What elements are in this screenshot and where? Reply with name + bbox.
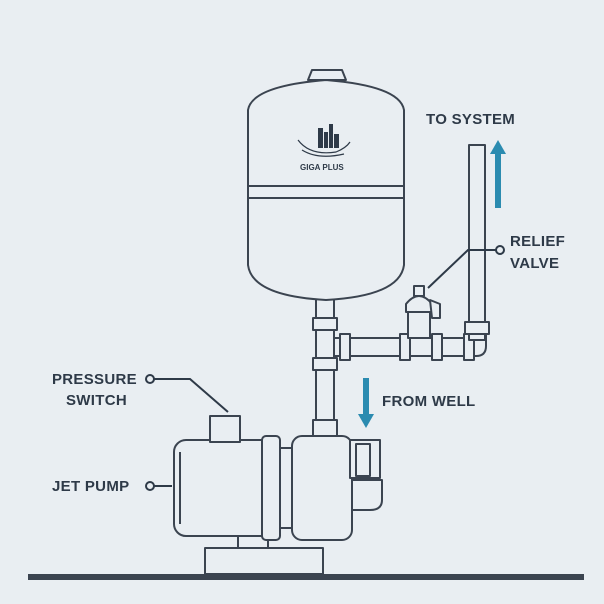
label-from-well: FROM WELL <box>382 393 476 410</box>
riser-pipe <box>464 144 490 341</box>
pump-base <box>204 547 324 575</box>
label-relief-valve-line2: VALVE <box>510 255 559 272</box>
down-arrow-icon <box>358 378 374 428</box>
label-relief-valve-line1: RELIEF <box>510 233 565 250</box>
jet-pump-motor <box>173 435 353 541</box>
pressure-switch-body <box>209 415 241 443</box>
ground-line <box>28 574 584 580</box>
label-pressure-switch-line1: PRESSURE <box>52 371 137 388</box>
label-pressure-switch-line2: SWITCH <box>66 392 127 409</box>
relief-valve-leader <box>427 245 505 289</box>
pressure-tank <box>247 69 405 301</box>
label-jet-pump: JET PUMP <box>52 478 129 495</box>
up-arrow-icon <box>490 140 506 208</box>
vertical-pipe <box>312 297 338 439</box>
relief-valve-body <box>405 285 441 339</box>
pressure-switch-leader <box>145 374 229 413</box>
label-to-system: TO SYSTEM <box>426 111 515 128</box>
giga-plus-logo-icon <box>297 124 351 157</box>
brand-name: GIGA PLUS <box>300 163 344 172</box>
jet-pump-leader <box>145 481 172 491</box>
well-inlet <box>349 439 383 511</box>
